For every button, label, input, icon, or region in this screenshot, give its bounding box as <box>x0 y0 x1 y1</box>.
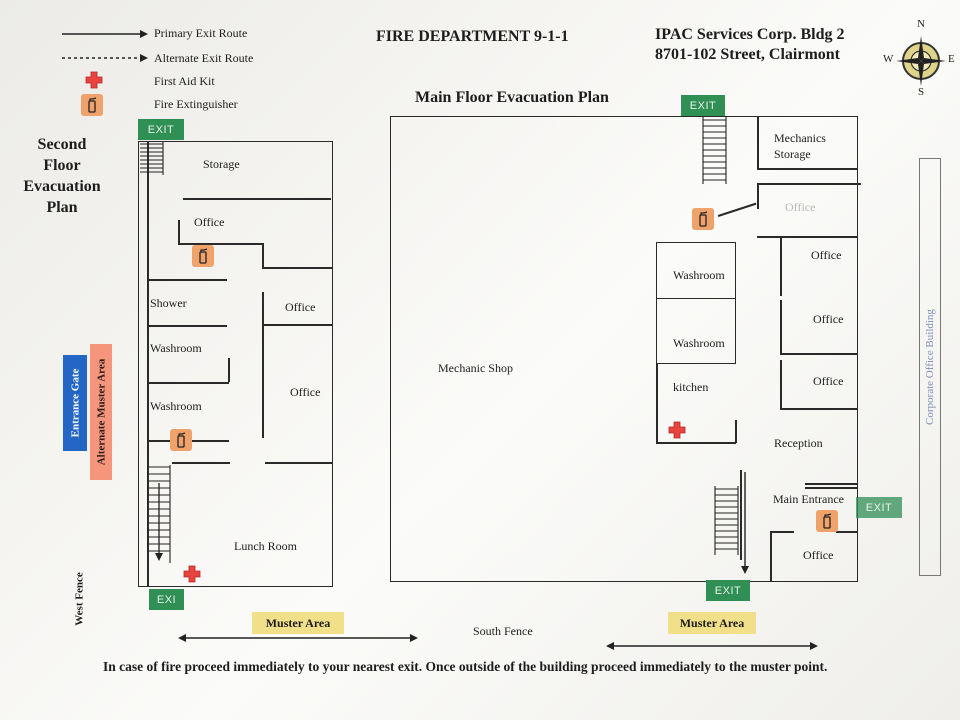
company-address: 8701-102 Street, Clairmont <box>655 46 840 63</box>
muster-right-arrow-icon <box>606 642 818 650</box>
room-office-top: Office <box>194 215 225 229</box>
fire-extinguisher-icon <box>192 245 214 267</box>
room-mechanic-shop: Mechanic Shop <box>438 361 513 375</box>
first-aid-icon <box>668 421 686 439</box>
fire-extinguisher-icon <box>692 208 714 230</box>
room-shower: Shower <box>150 296 187 310</box>
muster-area-right: Muster Area <box>668 612 756 634</box>
room-kitchen: kitchen <box>673 380 709 394</box>
compass-rose-icon <box>896 36 946 86</box>
room-washroom-2: Washroom <box>673 336 725 350</box>
west-fence-label: West Fence <box>74 572 87 626</box>
stairs-bottom <box>147 465 171 563</box>
alternate-route-arrow-icon <box>62 54 148 62</box>
room-washroom-1: Washroom <box>673 268 725 282</box>
room-lunch: Lunch Room <box>234 539 297 553</box>
legend-extinguisher-label: Fire Extinguisher <box>154 97 238 111</box>
legend-primary-label: Primary Exit Route <box>154 26 248 40</box>
muster-area-left: Muster Area <box>252 612 344 634</box>
legend-first-aid-label: First Aid Kit <box>154 74 215 88</box>
room-office-right: Office <box>290 385 321 399</box>
main-floor-title: Main Floor Evacuation Plan <box>415 89 609 106</box>
room-storage: Storage <box>203 157 240 171</box>
room-washroom-2: Washroom <box>150 399 202 413</box>
compass-s: S <box>918 86 925 98</box>
room-office-2: Office <box>813 312 844 326</box>
stairs-top <box>140 142 164 175</box>
main-floor-exit-side: EXIT <box>856 497 902 518</box>
entrance-gate-label: Entrance Gate <box>63 355 87 451</box>
primary-route-arrow-icon <box>741 472 749 574</box>
room-office-faded: Office <box>785 200 816 214</box>
room-office-bottom: Office <box>803 548 834 562</box>
room-mechanics-storage-1: Mechanics <box>774 131 826 145</box>
corporate-office-building: Corporate Office Building <box>919 158 941 576</box>
fire-department-title: FIRE DEPARTMENT 9-1-1 <box>376 28 569 45</box>
room-reception: Reception <box>774 436 823 450</box>
washroom-2-outline <box>656 298 736 364</box>
second-floor-exit-bottom: EXI <box>149 589 184 610</box>
instruction-text: In case of fire proceed immediately to y… <box>103 659 828 674</box>
main-floor-exit-top: EXIT <box>681 95 725 116</box>
primary-route-arrow-icon <box>62 30 148 38</box>
stairs-main-bottom <box>714 486 739 555</box>
fire-extinguisher-icon <box>816 510 838 532</box>
room-main-entrance: Main Entrance <box>773 492 844 506</box>
room-office-1: Office <box>811 248 842 262</box>
muster-left-arrow-icon <box>178 634 418 642</box>
compass-e: E <box>948 53 955 65</box>
main-floor-outline <box>390 116 858 582</box>
company-name: IPAC Services Corp. Bldg 2 <box>655 26 845 43</box>
room-office-3: Office <box>813 374 844 388</box>
alternate-muster-label: Alternate Muster Area <box>90 344 112 480</box>
room-office-right-top: Office <box>285 300 316 314</box>
fire-extinguisher-icon <box>170 429 192 451</box>
first-aid-icon <box>183 565 201 583</box>
compass-n: N <box>917 18 925 30</box>
stairs-main-top <box>702 117 727 184</box>
second-floor-title: Second Floor Evacuation Plan <box>23 136 101 216</box>
room-mechanics-storage-2: Storage <box>774 147 811 161</box>
second-floor-exit-top: EXIT <box>138 119 184 140</box>
south-fence-label: South Fence <box>473 624 533 638</box>
legend-alternate-label: Alternate Exit Route <box>154 51 254 65</box>
main-floor-exit-bottom: EXIT <box>706 580 750 601</box>
room-washroom-1: Washroom <box>150 341 202 355</box>
compass-w: W <box>883 53 894 65</box>
second-floor-outline <box>138 141 333 587</box>
first-aid-icon <box>85 71 103 89</box>
fire-extinguisher-icon <box>81 94 103 116</box>
